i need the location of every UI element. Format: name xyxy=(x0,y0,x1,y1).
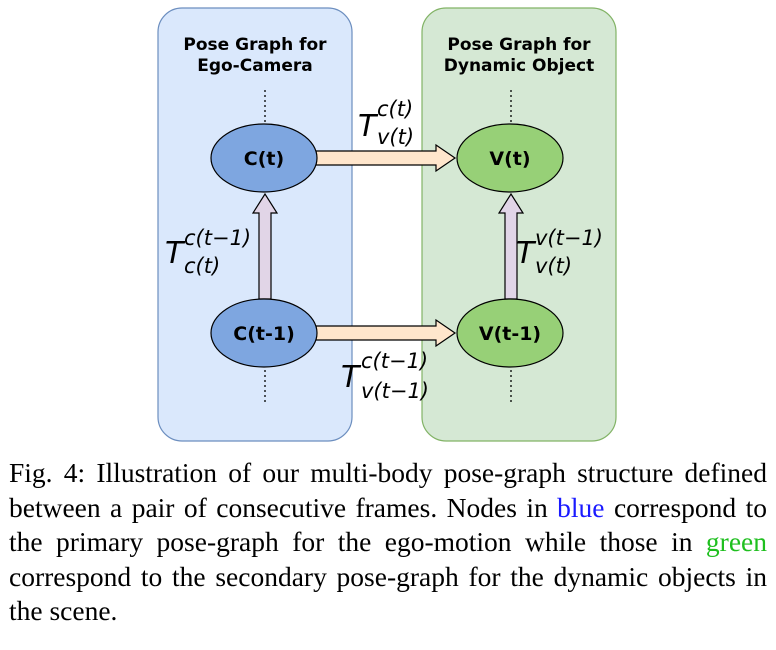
edge-label-t-main: T xyxy=(358,109,379,144)
node-ego-camera-t-minus-1-label: C(t-1) xyxy=(233,323,295,345)
edge-label-t1-sup: c(t−1) xyxy=(361,349,428,373)
node-object-t-minus-1-label: V(t-1) xyxy=(479,323,541,345)
edge-label-t1-sub: v(t−1) xyxy=(361,379,429,403)
caption-blue-word: blue xyxy=(557,491,605,523)
edge-label-t1-main: T xyxy=(341,360,362,395)
caption-green-word: green xyxy=(705,526,767,557)
edge-label-ego-sup: c(t−1) xyxy=(184,226,251,250)
caption-middle: correspond to the primary pose-graph for… xyxy=(9,491,767,558)
arrow-camera-to-object-t xyxy=(315,143,457,173)
edge-label-ego-sub: c(t) xyxy=(184,254,220,278)
arrow-camera-to-object-t-minus-1 xyxy=(315,318,457,348)
object-panel-title-line1: Pose Graph for xyxy=(447,35,591,55)
edge-label-ego-main: T xyxy=(165,236,186,271)
edge-label-obj-sup: v(t−1) xyxy=(535,226,603,250)
ego-panel-title-line1: Pose Graph for xyxy=(183,35,327,55)
edge-label-camera-to-object-t-minus-1: T c(t−1) v(t−1) xyxy=(341,349,429,403)
caption-prefix: Fig. 4: Illustration of our multi-body p… xyxy=(9,457,767,523)
node-ego-camera-t xyxy=(210,123,318,193)
node-object-t-label: V(t) xyxy=(489,148,530,170)
node-ego-camera-t-label: C(t) xyxy=(244,148,284,170)
edge-label-camera-to-object-t: T c(t) v(t) xyxy=(358,97,414,149)
ego-panel-title-line2: Ego-Camera xyxy=(197,56,313,76)
node-object-t-minus-1 xyxy=(456,298,564,368)
caption-suffix: correspond to the secondary pose-graph f… xyxy=(9,560,767,627)
edge-label-obj-sub: v(t) xyxy=(535,254,572,278)
arrow-object-motion xyxy=(497,192,525,300)
arrow-ego-motion xyxy=(251,192,279,300)
edge-label-object-motion: T v(t−1) v(t) xyxy=(516,226,603,278)
figure-caption: Fig. 4: Illustration of our multi-body p… xyxy=(9,456,767,629)
edge-label-t-sub: v(t) xyxy=(377,125,414,149)
edge-label-obj-main: T xyxy=(516,236,537,271)
edge-label-ego-motion: T c(t−1) c(t) xyxy=(165,226,251,278)
object-panel-title-line2: Dynamic Object xyxy=(444,56,595,76)
node-object-t xyxy=(456,123,564,193)
pose-graph-diagram: Pose Graph for Ego-Camera Pose Graph for… xyxy=(157,7,617,442)
edge-label-t-sup: c(t) xyxy=(377,97,413,121)
node-ego-camera-t-minus-1 xyxy=(210,298,318,368)
